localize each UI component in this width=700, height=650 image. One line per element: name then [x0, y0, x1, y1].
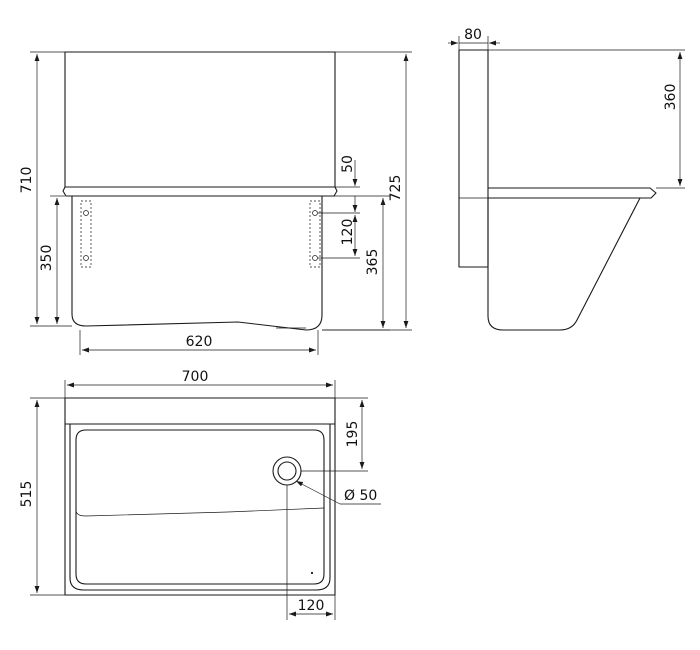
dim-front-bowl-height: 350	[39, 245, 55, 272]
dim-front-bracket-offset: 50	[340, 155, 356, 173]
top-basin-slope	[75, 507, 325, 517]
front-bowl	[71, 195, 323, 331]
dim-side-splashback-depth: 80	[464, 27, 482, 43]
side-bowl	[487, 197, 641, 331]
drain-icon	[272, 456, 302, 486]
dim-top-depth: 515	[19, 481, 35, 508]
top-outer	[64, 397, 336, 596]
front-bracket-left	[80, 200, 92, 268]
front-bracket-right	[309, 200, 321, 268]
top-small-dot	[310, 571, 314, 575]
dim-top-drain-offset: 195	[345, 421, 361, 448]
dim-top-drain-side-offset: 120	[298, 598, 325, 614]
dim-front-total-height: 710	[19, 167, 35, 194]
front-splashback	[64, 51, 336, 188]
side-rim	[487, 187, 657, 199]
top-view: 700 515 195 Ø 50 120	[19, 369, 381, 620]
top-basin-inner	[75, 429, 325, 585]
side-view: 80 360	[448, 27, 685, 331]
dim-side-splashback-height: 360	[663, 84, 679, 111]
dim-front-bracket-spacing: 120	[340, 219, 356, 246]
dim-front-bracket-height: 365	[365, 249, 381, 276]
side-splashback	[458, 49, 489, 268]
top-basin-outer	[69, 423, 331, 591]
dim-top-width: 700	[182, 369, 209, 385]
front-rim	[62, 186, 338, 197]
dim-front-overall-height: 725	[388, 175, 404, 202]
front-view: 710 350 620 50 120 365 725	[19, 51, 412, 355]
dim-front-width: 620	[186, 334, 213, 350]
dim-top-drain-diameter: Ø 50	[344, 488, 377, 504]
